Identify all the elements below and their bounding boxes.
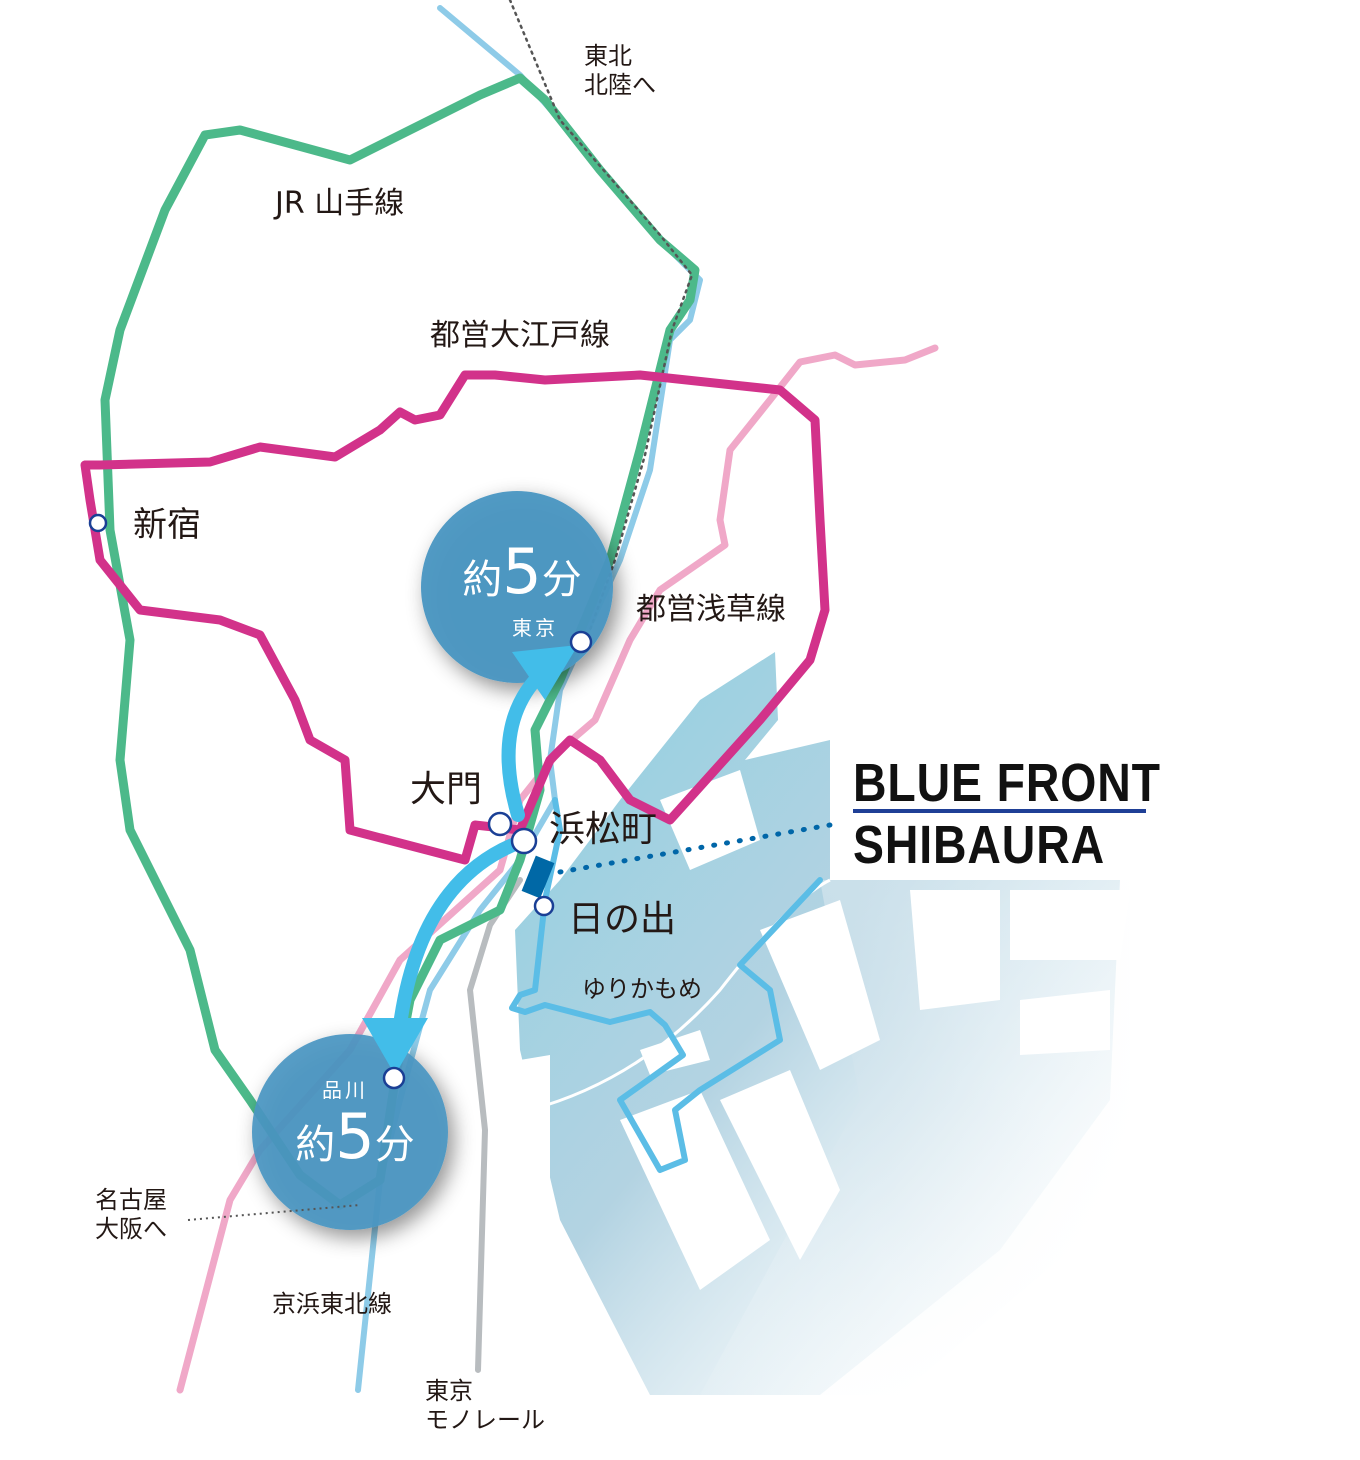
yamanote-line — [100, 73, 700, 1210]
arrow-head-tokyo-icon — [512, 645, 578, 700]
asakusa-label: 都営浅草線 — [636, 592, 786, 627]
arrow-to-shinagawa — [393, 835, 527, 1032]
tohoku-shinkansen-line — [508, 0, 694, 632]
yurikamome-line — [509, 797, 823, 1173]
oedo-label: 都営大江戸線 — [430, 318, 610, 353]
station-marker-shinjuku[interactable] — [88, 513, 108, 533]
time-unit: 分 — [374, 1122, 415, 1168]
station-marker-shinagawa[interactable] — [382, 1066, 406, 1090]
direction-line-1: 名古屋 — [95, 1186, 167, 1214]
time-minutes: 5 — [335, 1100, 375, 1173]
station-marker-tokyo[interactable] — [569, 630, 593, 654]
yurikamome-label: ゆりかもめ — [582, 975, 702, 1003]
tokyo-time-circle — [421, 491, 613, 683]
bay-area — [515, 652, 1130, 1395]
yamanote-label: JR 山手線 — [275, 186, 405, 221]
station-marker-hinode[interactable] — [533, 895, 555, 917]
title-line-2: SHIBAURA — [853, 815, 1105, 875]
nagoya-direction-label: 名古屋 大阪へ — [95, 1186, 167, 1244]
hamamatsucho-label: 浜松町 — [549, 809, 658, 850]
monorail-label: 東京 モノレール — [425, 1377, 545, 1435]
daimon-label: 大門 — [410, 769, 483, 810]
blue-front-building-icon — [521, 855, 555, 899]
oedo-line — [80, 370, 830, 865]
tokyo-station-label: 東京 — [512, 616, 558, 640]
direction-line-1: 東北 — [584, 42, 632, 70]
time-unit: 分 — [541, 557, 582, 603]
direction-line-2: 北陸へ — [584, 70, 656, 99]
direction-line-2: 大阪へ — [95, 1214, 167, 1243]
shinagawa-station-label: 品川 — [322, 1078, 368, 1102]
shinjuku-label: 新宿 — [133, 505, 201, 545]
time-minutes: 5 — [502, 535, 542, 608]
time-prefix: 約 — [462, 557, 503, 603]
time-prefix: 約 — [295, 1122, 336, 1168]
hinode-label: 日の出 — [568, 899, 677, 940]
tokyo-time-text: 約5分 — [447, 535, 597, 608]
monorail-line-2: モノレール — [425, 1405, 545, 1434]
monorail-line-1: 東京 — [425, 1377, 473, 1405]
station-marker-hamamatsucho[interactable] — [510, 827, 538, 855]
shinagawa-time-text: 約5分 — [280, 1100, 430, 1173]
monorail-line — [467, 877, 523, 1373]
station-marker-daimon[interactable] — [487, 811, 513, 837]
tohoku-direction-label: 東北 北陸へ — [584, 42, 656, 100]
title-line-1: BLUE FRONT — [853, 753, 1161, 813]
keihin-tohoku-label: 京浜東北線 — [272, 1290, 392, 1318]
arrow-head-shinagawa-icon — [362, 1018, 428, 1075]
